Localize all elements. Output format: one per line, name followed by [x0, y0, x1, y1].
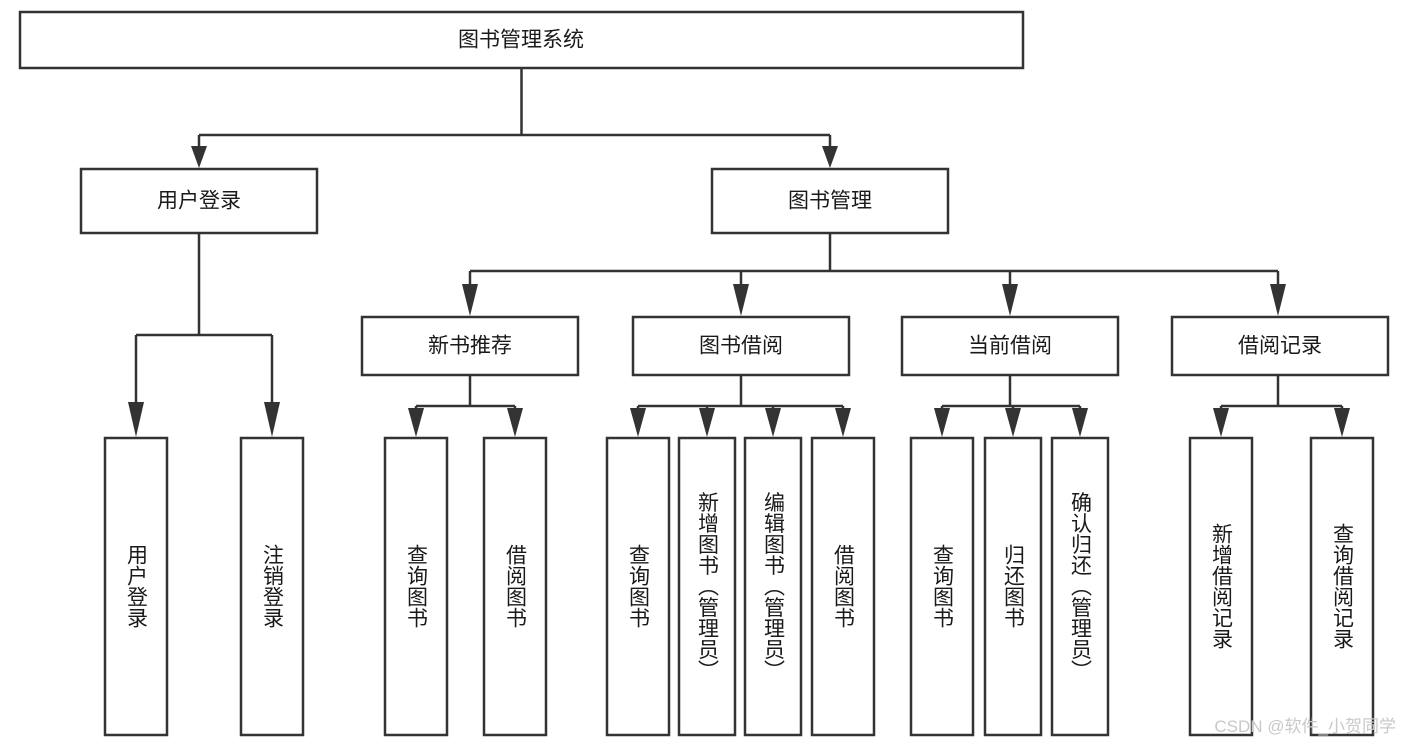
- watermark-label: CSDN @软件_小贺同学: [1214, 717, 1396, 736]
- arrowhead-bookmgmt-to-borrow: [733, 284, 749, 316]
- node-leaf-borrow-book-newbook-label: 借阅图书: [504, 544, 528, 628]
- node-root[interactable]: 图书管理系统: [18, 10, 1025, 70]
- node-leaf-logout-box[interactable]: [239, 436, 305, 737]
- node-leaf-edit-book-admin-label: 编辑图书（管理员）: [762, 492, 786, 681]
- connector-layer: [128, 68, 1350, 437]
- node-leaf-return-book-label: 归还图书: [1002, 544, 1026, 628]
- node-leaf-edit-book-admin[interactable]: 编辑图书（管理员）: [743, 436, 803, 737]
- node-new-book-recommend-label: 新书推荐: [428, 335, 512, 358]
- node-root-box[interactable]: [18, 10, 1025, 70]
- node-leaf-user-login-box[interactable]: [103, 436, 169, 737]
- arrowhead-borrow-leaf-4: [835, 408, 851, 437]
- arrowhead-bookmgmt-to-current: [1002, 284, 1018, 316]
- node-leaf-user-login[interactable]: 用户登录: [103, 436, 169, 737]
- arrowhead-record-leaf-2: [1334, 408, 1350, 437]
- arrowhead-borrow-leaf-1: [630, 408, 646, 437]
- node-current-borrow-box[interactable]: [900, 315, 1120, 377]
- node-leaf-query-book-borrow-box[interactable]: [605, 436, 671, 737]
- node-borrow-record-box[interactable]: [1170, 315, 1390, 377]
- node-leaf-query-book-borrow[interactable]: 查询图书: [605, 436, 671, 737]
- arrowhead-newbook-leaf-1: [408, 408, 424, 437]
- node-leaf-return-book-box[interactable]: [983, 436, 1043, 737]
- node-leaf-confirm-return-admin-label: 确认归还（管理员）: [1069, 492, 1093, 681]
- node-leaf-user-login-label: 用户登录: [125, 544, 149, 628]
- arrowhead-root-to-book-mgmt: [822, 146, 838, 168]
- node-leaf-query-borrow-record-label: 查询借阅记录: [1331, 523, 1355, 649]
- node-leaf-query-borrow-record[interactable]: 查询借阅记录: [1309, 436, 1375, 737]
- arrowhead-bookmgmt-to-record: [1270, 284, 1286, 316]
- node-leaf-confirm-return-admin-box[interactable]: [1050, 436, 1110, 737]
- node-book-management-label: 图书管理: [788, 190, 872, 213]
- node-leaf-logout-label: 注销登录: [261, 544, 285, 628]
- arrowhead-borrow-leaf-3: [765, 408, 781, 437]
- node-current-borrow-label: 当前借阅: [968, 335, 1052, 358]
- node-book-borrow-box[interactable]: [631, 315, 851, 377]
- node-user-login-box[interactable]: [79, 167, 319, 235]
- node-new-book-recommend[interactable]: 新书推荐: [360, 315, 580, 377]
- node-leaf-add-book-admin[interactable]: 新增图书（管理员）: [677, 436, 737, 737]
- node-book-management[interactable]: 图书管理: [710, 167, 950, 235]
- node-user-login-label: 用户登录: [157, 190, 241, 213]
- node-book-borrow[interactable]: 图书借阅: [631, 315, 851, 377]
- node-leaf-query-book-current-box[interactable]: [909, 436, 975, 737]
- node-borrow-record[interactable]: 借阅记录: [1170, 315, 1390, 377]
- node-leaf-add-book-admin-box[interactable]: [677, 436, 737, 737]
- node-leaf-return-book[interactable]: 归还图书: [983, 436, 1043, 737]
- node-leaf-borrow-book-label: 借阅图书: [832, 544, 856, 628]
- node-leaf-borrow-book-newbook-box[interactable]: [482, 436, 548, 737]
- node-leaf-query-book-current[interactable]: 查询图书: [909, 436, 975, 737]
- node-leaf-borrow-book-box[interactable]: [810, 436, 876, 737]
- arrowhead-root-to-user-login: [191, 146, 207, 168]
- node-new-book-recommend-box[interactable]: [360, 315, 580, 377]
- arrowhead-bookmgmt-to-newbook: [462, 284, 478, 316]
- node-leaf-query-book-newbook[interactable]: 查询图书: [383, 436, 449, 737]
- node-root-label: 图书管理系统: [458, 29, 584, 52]
- node-leaf-query-book-newbook-label: 查询图书: [405, 544, 429, 628]
- node-leaf-add-borrow-record[interactable]: 新增借阅记录: [1188, 436, 1254, 737]
- arrowhead-current-leaf-1: [934, 408, 950, 437]
- node-leaf-borrow-book[interactable]: 借阅图书: [810, 436, 876, 737]
- node-leaf-edit-book-admin-box[interactable]: [743, 436, 803, 737]
- node-current-borrow[interactable]: 当前借阅: [900, 315, 1120, 377]
- node-leaf-add-borrow-record-box[interactable]: [1188, 436, 1254, 737]
- arrowhead-current-leaf-3: [1072, 408, 1088, 437]
- arrowhead-borrow-leaf-2: [699, 408, 715, 437]
- arrowhead-userlogin-leaf-2: [264, 402, 280, 437]
- arrowhead-record-leaf-1: [1213, 408, 1229, 437]
- node-leaf-query-book-newbook-box[interactable]: [383, 436, 449, 737]
- node-book-management-box[interactable]: [710, 167, 950, 235]
- arrowhead-current-leaf-2: [1005, 408, 1021, 437]
- node-leaf-confirm-return-admin[interactable]: 确认归还（管理员）: [1050, 436, 1110, 737]
- node-book-borrow-label: 图书借阅: [699, 335, 783, 358]
- node-leaf-query-book-borrow-label: 查询图书: [627, 544, 651, 628]
- node-leaf-borrow-book-newbook[interactable]: 借阅图书: [482, 436, 548, 737]
- arrowhead-userlogin-leaf-1: [128, 402, 144, 437]
- node-leaf-add-borrow-record-label: 新增借阅记录: [1210, 523, 1234, 649]
- arrowhead-newbook-leaf-2: [507, 408, 523, 437]
- node-borrow-record-label: 借阅记录: [1238, 335, 1322, 358]
- node-leaf-logout[interactable]: 注销登录: [239, 436, 305, 737]
- node-leaf-query-book-current-label: 查询图书: [931, 544, 955, 628]
- node-user-login[interactable]: 用户登录: [79, 167, 319, 235]
- node-leaf-query-borrow-record-box[interactable]: [1309, 436, 1375, 737]
- node-leaf-add-book-admin-label: 新增图书（管理员）: [696, 492, 720, 681]
